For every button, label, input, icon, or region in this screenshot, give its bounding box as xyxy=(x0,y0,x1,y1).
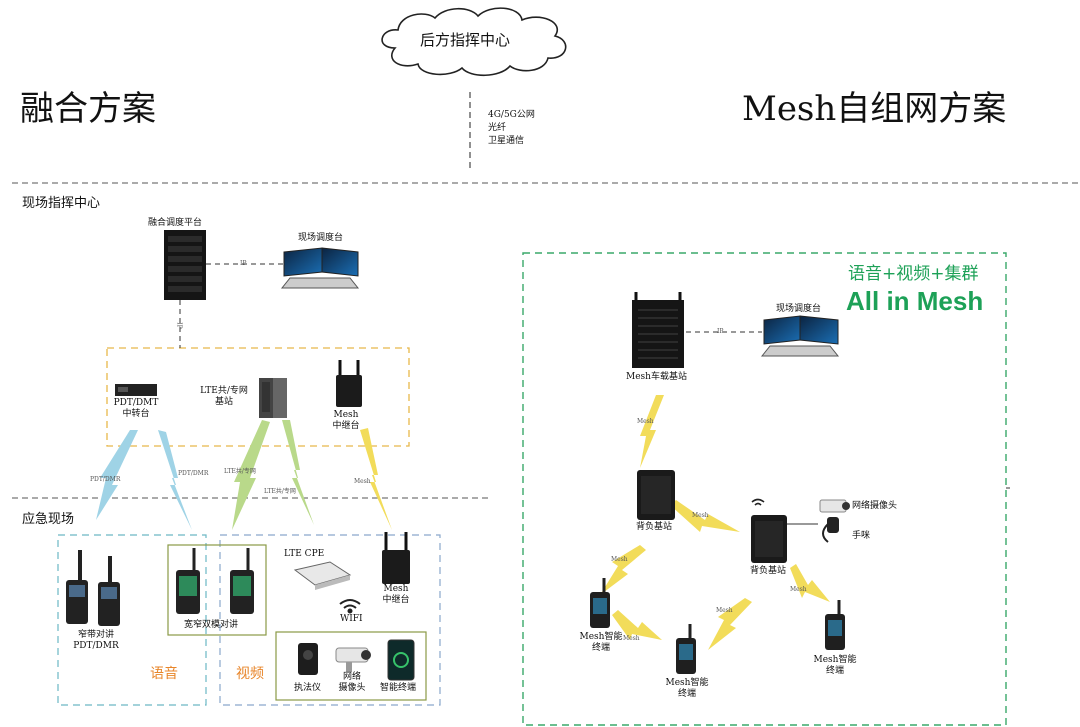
voice-group-box xyxy=(57,534,207,706)
narrowband-label: 窄带对讲 PDT/DMR xyxy=(73,630,119,651)
dualmode-label: 宽窄双模对讲 xyxy=(184,620,239,630)
backpack-base-icon-2 xyxy=(751,515,787,563)
vehicle-base-icon xyxy=(632,292,684,368)
link-label-lte-2: LTE共/专网 xyxy=(264,488,296,495)
mesh-link-3: Mesh xyxy=(611,556,628,563)
body-camera-icon xyxy=(298,643,318,675)
wifi-icon xyxy=(339,599,361,614)
mesh-headline-2: All in Mesh xyxy=(846,286,984,316)
link-label-lte-1: LTE共/专网 xyxy=(224,468,256,475)
ip-camera-icon xyxy=(335,647,371,672)
platform-label: 融合调度平台 xyxy=(148,218,203,228)
console-label-right: 现场调度台 xyxy=(776,304,822,314)
video-group-box xyxy=(219,534,441,706)
mesh-solution-box xyxy=(522,252,1007,726)
console-icon-right xyxy=(760,315,840,357)
mesh-link-4: Mesh xyxy=(623,635,640,642)
terminal-left-label: Mesh智能 终端 xyxy=(579,632,623,653)
handset-mic-icon xyxy=(822,517,839,543)
dispatch-platform-icon xyxy=(164,230,206,300)
dualmode-box xyxy=(167,544,267,636)
link-label-pdt-2: PDT/DMR xyxy=(178,470,209,477)
relay-group-box xyxy=(106,347,410,447)
mesh-headline-1: 语音+视频+集群 xyxy=(848,264,979,284)
backhaul-fiber: 光纤 xyxy=(488,123,507,133)
ip-label-vertical: IP xyxy=(175,322,183,329)
mesh-link-5: Mesh xyxy=(716,607,733,614)
section-emergency-site: 应急现场 xyxy=(22,512,75,527)
vehicle-base-label: Mesh车载基站 xyxy=(626,372,687,382)
ip-label-left: IP xyxy=(240,260,247,267)
mesh-link-6: Mesh xyxy=(790,586,807,593)
smart-terminal-icon xyxy=(387,639,415,681)
backhaul-satellite: 卫星通信 xyxy=(488,136,525,146)
mesh-link-1: Mesh xyxy=(637,418,654,425)
network-camera-label: 网络摄像头 xyxy=(852,501,898,511)
ip-label-right: IP xyxy=(717,328,724,335)
backpack-label-2: 背负基站 xyxy=(750,566,787,576)
mesh-link-2: Mesh xyxy=(692,512,709,519)
terminal-right-label: Mesh智能 终端 xyxy=(813,655,857,676)
cloud-label: 后方指挥中心 xyxy=(420,31,511,49)
pdt-relay-icon xyxy=(115,384,157,396)
mesh-terminal-icon-left xyxy=(590,578,610,628)
lte-base-icon xyxy=(259,378,287,418)
radio-links-left xyxy=(96,420,392,530)
left-title: 融合方案 xyxy=(20,89,156,129)
smart-terminal-label: 智能终端 xyxy=(380,683,417,693)
mesh-relay-label: Mesh 中继台 xyxy=(332,410,360,431)
narrowband-radio-icon xyxy=(66,550,120,626)
wifi-icon-right xyxy=(751,498,765,506)
dualmode-radio-icon xyxy=(176,548,254,614)
lte-cpe-icon xyxy=(293,561,352,590)
backpack-base-icon-1 xyxy=(637,470,675,520)
link-label-pdt-1: PDT/DMR xyxy=(90,476,121,483)
mesh-terminal-icon-mid xyxy=(676,624,696,674)
radio-links-right xyxy=(600,395,830,650)
network-camera-icon xyxy=(819,499,850,513)
mesh-relay-icon-2 xyxy=(382,532,410,584)
lte-base-label: LTE共/专网 基站 xyxy=(200,386,248,407)
section-field-command: 现场指挥中心 xyxy=(22,196,101,211)
backpack-label-1: 背负基站 xyxy=(636,522,673,532)
backhaul-labels: 4G/5G公网 光纤 卫星通信 xyxy=(488,109,535,148)
terminal-group-box xyxy=(275,631,427,701)
pdt-relay-label: PDT/DMT 中转台 xyxy=(113,398,159,419)
console-icon-left xyxy=(280,247,360,289)
link-label-mesh: Mesh xyxy=(354,478,371,485)
mesh-terminal-icon-right xyxy=(825,600,845,650)
mesh-relay-icon xyxy=(336,360,362,407)
mesh-relay-label-2: Mesh 中继台 xyxy=(382,584,410,605)
wifi-label: WIFI xyxy=(340,614,363,624)
right-title: Mesh自组网方案 xyxy=(742,89,1007,129)
voice-label: 语音 xyxy=(150,666,178,682)
lte-cpe-label: LTE CPE xyxy=(284,549,325,559)
camera-label: 网络 摄像头 xyxy=(338,672,366,693)
video-label: 视频 xyxy=(236,666,264,682)
mic-label: 手咪 xyxy=(852,531,871,541)
backhaul-4g5g: 4G/5G公网 xyxy=(488,110,535,120)
terminal-mid-label: Mesh智能 终端 xyxy=(665,678,709,699)
recorder-label: 执法仪 xyxy=(294,683,322,693)
cloud-shape xyxy=(381,7,567,77)
console-label-left: 现场调度台 xyxy=(298,233,344,243)
